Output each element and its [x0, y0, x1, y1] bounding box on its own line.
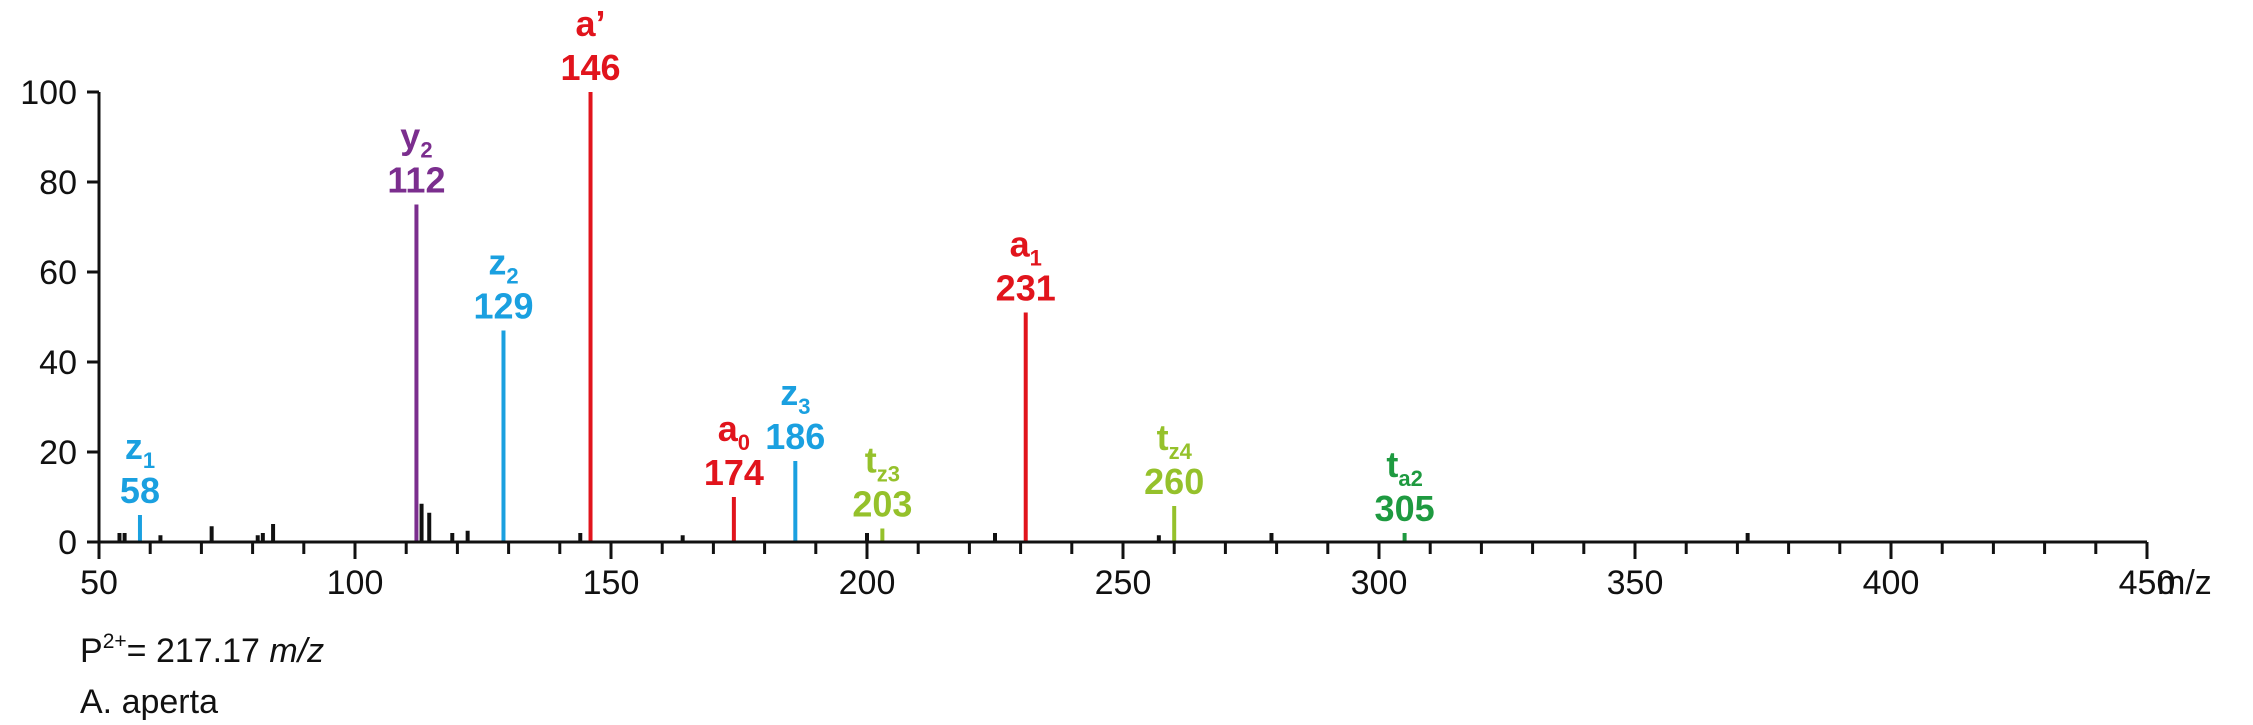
- x-axis-label: m/z: [2157, 564, 2212, 602]
- y-tick-label: 60: [39, 254, 77, 292]
- precursor-charge: 2+: [102, 630, 127, 653]
- x-tick-label: 200: [839, 564, 896, 602]
- peak-ion-label: a0: [718, 408, 750, 455]
- x-tick-label: 350: [1607, 564, 1664, 602]
- x-tick-label: 250: [1095, 564, 1152, 602]
- peak-mz-label: 58: [120, 470, 160, 511]
- y-tick-label: 0: [58, 524, 77, 562]
- precursor-value: = 217.17: [126, 632, 270, 670]
- peak-mz-label: 129: [473, 286, 533, 327]
- x-tick-label: 450: [2119, 564, 2176, 602]
- peak-ion-label: y2: [400, 116, 432, 163]
- y-tick-label: 100: [20, 74, 77, 112]
- precursor-note: P2+= 217.17 m/z: [80, 630, 325, 671]
- species-label: A. aperta: [80, 683, 218, 721]
- x-tick-label: 100: [327, 564, 384, 602]
- peak-mz-label: 186: [765, 416, 825, 457]
- y-tick-label: 20: [39, 434, 77, 472]
- peak-mz-label: 174: [704, 452, 764, 493]
- peak-mz-label: 231: [996, 268, 1056, 309]
- x-tick-label: 400: [1863, 564, 1920, 602]
- peak-mz-label: 260: [1144, 461, 1204, 502]
- y-tick-label: 40: [39, 344, 77, 382]
- peak-mz-label: 203: [852, 484, 912, 525]
- peak-ion-label: tz3: [865, 440, 900, 487]
- peak-ion-label: z2: [488, 242, 518, 289]
- peak-mz-label: 112: [387, 160, 445, 201]
- peak-ion-label: a1: [1010, 224, 1042, 271]
- x-tick-label: 300: [1351, 564, 1408, 602]
- peak-mz-label: 146: [560, 47, 620, 88]
- peak-mz-label: 305: [1375, 488, 1435, 529]
- peak-ion-label: z3: [780, 372, 810, 419]
- precursor-unit: m/z: [269, 632, 325, 670]
- peak-ion-label: a’: [576, 3, 606, 44]
- y-tick-label: 80: [39, 164, 77, 202]
- peak-ion-label: tz4: [1157, 417, 1193, 464]
- peak-ion-label: z1: [125, 426, 155, 473]
- x-tick-label: 150: [583, 564, 640, 602]
- x-tick-label: 50: [80, 564, 118, 602]
- peak-ion-label: ta2: [1386, 444, 1422, 491]
- precursor-prefix: P: [80, 632, 103, 670]
